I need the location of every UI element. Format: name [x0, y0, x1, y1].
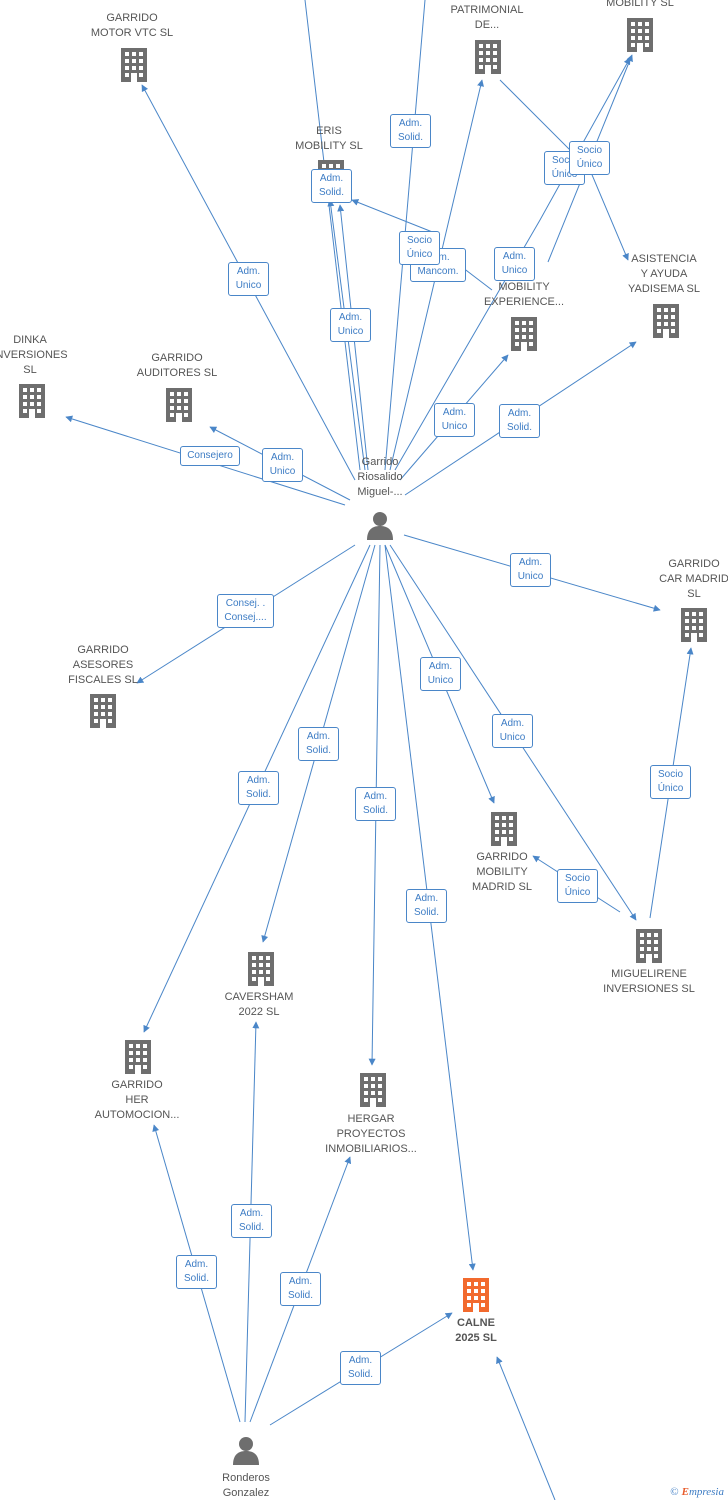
logo-text: mpresia [688, 1486, 724, 1498]
building-icon [653, 304, 679, 338]
edge-label[interactable]: Adm. Unico [420, 657, 461, 691]
building-icon-highlight [463, 1278, 489, 1312]
edge-line [394, 57, 631, 471]
building-icon [125, 1040, 151, 1074]
node-caversham[interactable]: CAVERSHAM 2022 SL [209, 990, 309, 1020]
node-garrido-her[interactable]: GARRIDO HER AUTOMOCION... [82, 1078, 192, 1123]
edge-line [351, 199, 441, 236]
node-label: MIGUELIRENE INVERSIONES SL [603, 968, 695, 995]
edge-label[interactable]: Adm. Unico [330, 308, 371, 342]
building-icon [681, 608, 707, 642]
node-label: ASISTENCIA Y AYUDA YADISEMA SL [628, 253, 700, 295]
edge-label[interactable]: Socio Único [650, 765, 691, 799]
node-label: MOBILITY EXPERIENCE... [483, 281, 565, 308]
edge-label[interactable]: Consej. . Consej.... [217, 594, 274, 628]
node-label: GARRIDO MOTOR VTC SL [90, 12, 174, 39]
person-icon [233, 1437, 259, 1465]
edge-label[interactable]: Adm. Solid. [390, 114, 431, 148]
node-label: CAVERSHAM 2022 SL [224, 991, 294, 1018]
node-label: GARRIDO MOBILITY MADRID SL [472, 851, 532, 893]
node-garrido-car-madrid[interactable]: GARRIDO CAR MADRID SL [644, 557, 728, 602]
edge-line [496, 1356, 556, 1500]
node-garrido-asesores[interactable]: GARRIDO ASESORES FISCALES SL [53, 643, 153, 688]
edge-label[interactable]: Adm. Solid. [176, 1255, 217, 1289]
node-garrido-motor-vtc[interactable]: GARRIDO MOTOR VTC SL [72, 11, 192, 41]
edge-label[interactable]: Adm. Solid. [238, 771, 279, 805]
node-label: GARRIDO ASESORES FISCALES SL [68, 644, 138, 686]
node-mobility-top[interactable]: MOBILITY SL [590, 0, 690, 11]
node-label: Garrido Riosalido Miguel-... [357, 456, 403, 498]
edge-label[interactable]: Adm. Solid. [355, 787, 396, 821]
edge-label[interactable]: Adm. Unico [492, 714, 533, 748]
edge-label[interactable]: Adm. Solid. [298, 727, 339, 761]
node-patrimonial[interactable]: PATRIMONIAL DE... [432, 3, 542, 33]
edge-label[interactable]: Consejero [180, 446, 240, 466]
node-garrido-auditores[interactable]: GARRIDO AUDITORES SL [127, 351, 227, 381]
building-icon [491, 812, 517, 846]
edge-label[interactable]: Socio Único [399, 231, 440, 265]
person-icon [367, 512, 393, 540]
node-label: GARRIDO AUDITORES SL [136, 352, 218, 379]
node-label: DINKA INVERSIONES SL [0, 334, 68, 376]
building-icon [248, 952, 274, 986]
node-calne[interactable]: CALNE 2025 SL [426, 1316, 526, 1346]
empresia-logo[interactable]: ©Empresia [670, 1486, 724, 1498]
node-garrido-riosalido[interactable]: Garrido Riosalido Miguel-... [330, 455, 430, 500]
edge-label[interactable]: Adm. Unico [434, 403, 475, 437]
building-icon [166, 388, 192, 422]
node-label: MOBILITY SL [606, 0, 674, 9]
edge-line [304, 0, 361, 471]
node-label: HERGAR PROYECTOS INMOBILIARIOS... [325, 1113, 417, 1155]
node-label: GARRIDO CAR MADRID SL [659, 558, 728, 600]
building-icon [19, 384, 45, 418]
copyright-icon: © [670, 1486, 679, 1498]
node-garrido-mobility-madrid[interactable]: GARRIDO MOBILITY MADRID SL [452, 850, 552, 895]
node-mobility-experience[interactable]: MOBILITY EXPERIENCE... [474, 280, 574, 310]
edge-label[interactable]: Adm. Unico [262, 448, 303, 482]
edge-label[interactable]: Adm. Solid. [340, 1351, 381, 1385]
node-miguelirene[interactable]: MIGUELIRENE INVERSIONES SL [589, 967, 709, 997]
building-icon [360, 1073, 386, 1107]
edge-label[interactable]: Adm. Solid. [280, 1272, 321, 1306]
edge-label[interactable]: Adm. Unico [228, 262, 269, 296]
edge-label[interactable]: Adm. Solid. [231, 1204, 272, 1238]
building-icon [475, 40, 501, 74]
edge-label[interactable]: Adm. Unico [510, 553, 551, 587]
edge-label[interactable]: Adm. Solid. [311, 169, 352, 203]
building-icon [511, 317, 537, 351]
node-label: CALNE 2025 SL [455, 1317, 497, 1344]
edge-label[interactable]: Adm. Solid. [406, 889, 447, 923]
node-asistencia[interactable]: ASISTENCIA Y AYUDA YADISEMA SL [614, 252, 714, 297]
logo-initial: E [681, 1486, 689, 1498]
node-label: ERIS MOBILITY SL [295, 125, 363, 152]
building-icon [627, 18, 653, 52]
node-dinka[interactable]: DINKA INVERSIONES SL [0, 333, 80, 378]
node-label: Ronderos Gonzalez [222, 1472, 270, 1499]
node-eris-mobility[interactable]: ERIS MOBILITY SL [279, 124, 379, 154]
building-icon [90, 694, 116, 728]
building-icon [636, 929, 662, 963]
node-label: GARRIDO HER AUTOMOCION... [94, 1079, 180, 1121]
building-icon [121, 48, 147, 82]
edge-label[interactable]: Adm. Unico [494, 247, 535, 281]
node-label: PATRIMONIAL DE... [450, 4, 524, 31]
edge-label[interactable]: Adm. Solid. [499, 404, 540, 438]
edge-label[interactable]: Socio Único [569, 141, 610, 175]
node-ronderos[interactable]: Ronderos Gonzalez [196, 1471, 296, 1501]
node-hergar[interactable]: HERGAR PROYECTOS INMOBILIARIOS... [311, 1112, 431, 1157]
edge-label[interactable]: Socio Único [557, 869, 598, 903]
